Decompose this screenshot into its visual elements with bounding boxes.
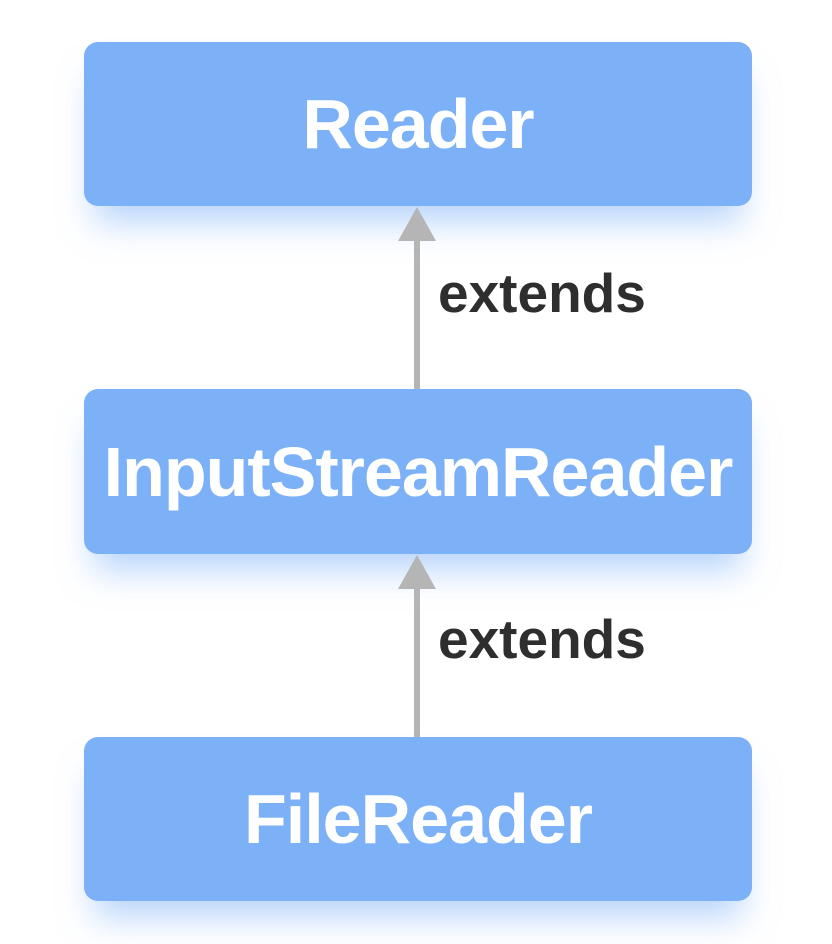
node-reader: Reader [84, 42, 752, 206]
node-inputstreamreader: InputStreamReader [84, 389, 752, 554]
node-filereader: FileReader [84, 737, 752, 901]
edge-label-extends: extends [438, 608, 646, 670]
arrow-line [414, 586, 420, 737]
arrow-up-icon [398, 555, 436, 589]
edge-label-extends: extends [438, 262, 646, 324]
arrow-up-icon [398, 207, 436, 241]
node-inputstreamreader-label: InputStreamReader [103, 432, 734, 511]
arrow-line [414, 238, 420, 389]
node-filereader-label: FileReader [244, 780, 593, 858]
node-reader-label: Reader [302, 85, 534, 163]
